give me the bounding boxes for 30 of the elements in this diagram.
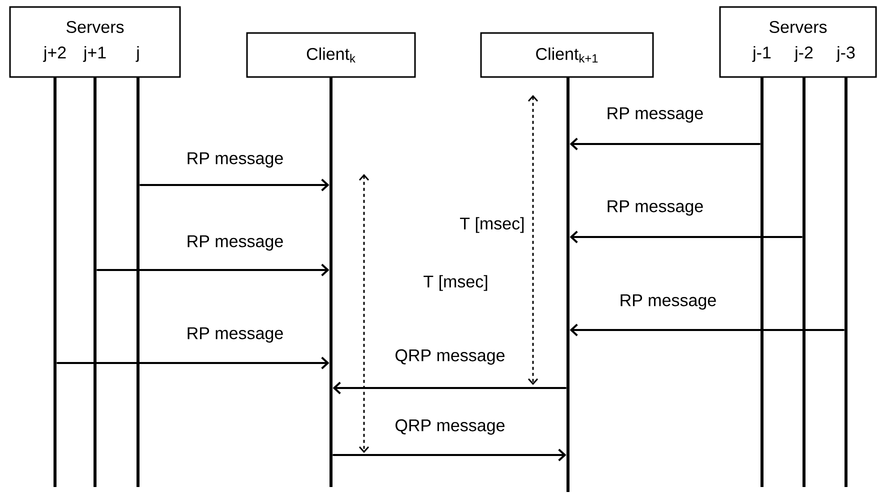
message-arrow: [332, 448, 566, 462]
message-arrow: [332, 382, 566, 394]
edge-label: RP message: [185, 151, 285, 169]
edge-label: RP message: [618, 293, 718, 311]
message-arrow: [96, 264, 330, 276]
participant-box: Client$_{k}$: [246, 32, 416, 78]
lifeline: [760, 77, 764, 487]
edge-label: RP message: [185, 326, 285, 344]
lifeline: [136, 77, 140, 487]
lifeline: [566, 77, 570, 492]
edge-label: QRP message: [394, 418, 506, 436]
message-arrow: [570, 138, 760, 150]
edge-label: RP message: [185, 234, 285, 252]
participant-box: Servers j-1 j-2 j-3: [719, 6, 877, 78]
participant-box: Client$_{k+1}$: [480, 32, 654, 78]
edge-label: QRP message: [394, 348, 506, 366]
message-arrow: [56, 356, 330, 370]
edge-label: RP message: [605, 199, 705, 217]
lifeline: [330, 77, 332, 487]
lifeline: [94, 77, 96, 487]
lifeline: [54, 77, 56, 487]
message-arrow: [570, 230, 802, 244]
participant-box: Servers j+2 j+1 j: [9, 6, 181, 78]
edge-label: RP message: [605, 106, 705, 124]
lifeline: [844, 77, 848, 487]
interval-label: T [msec]: [424, 275, 488, 291]
lifeline: [802, 77, 806, 487]
interval-label: T [msec]: [460, 217, 524, 233]
message-arrow: [570, 324, 844, 336]
message-arrow: [140, 178, 330, 192]
